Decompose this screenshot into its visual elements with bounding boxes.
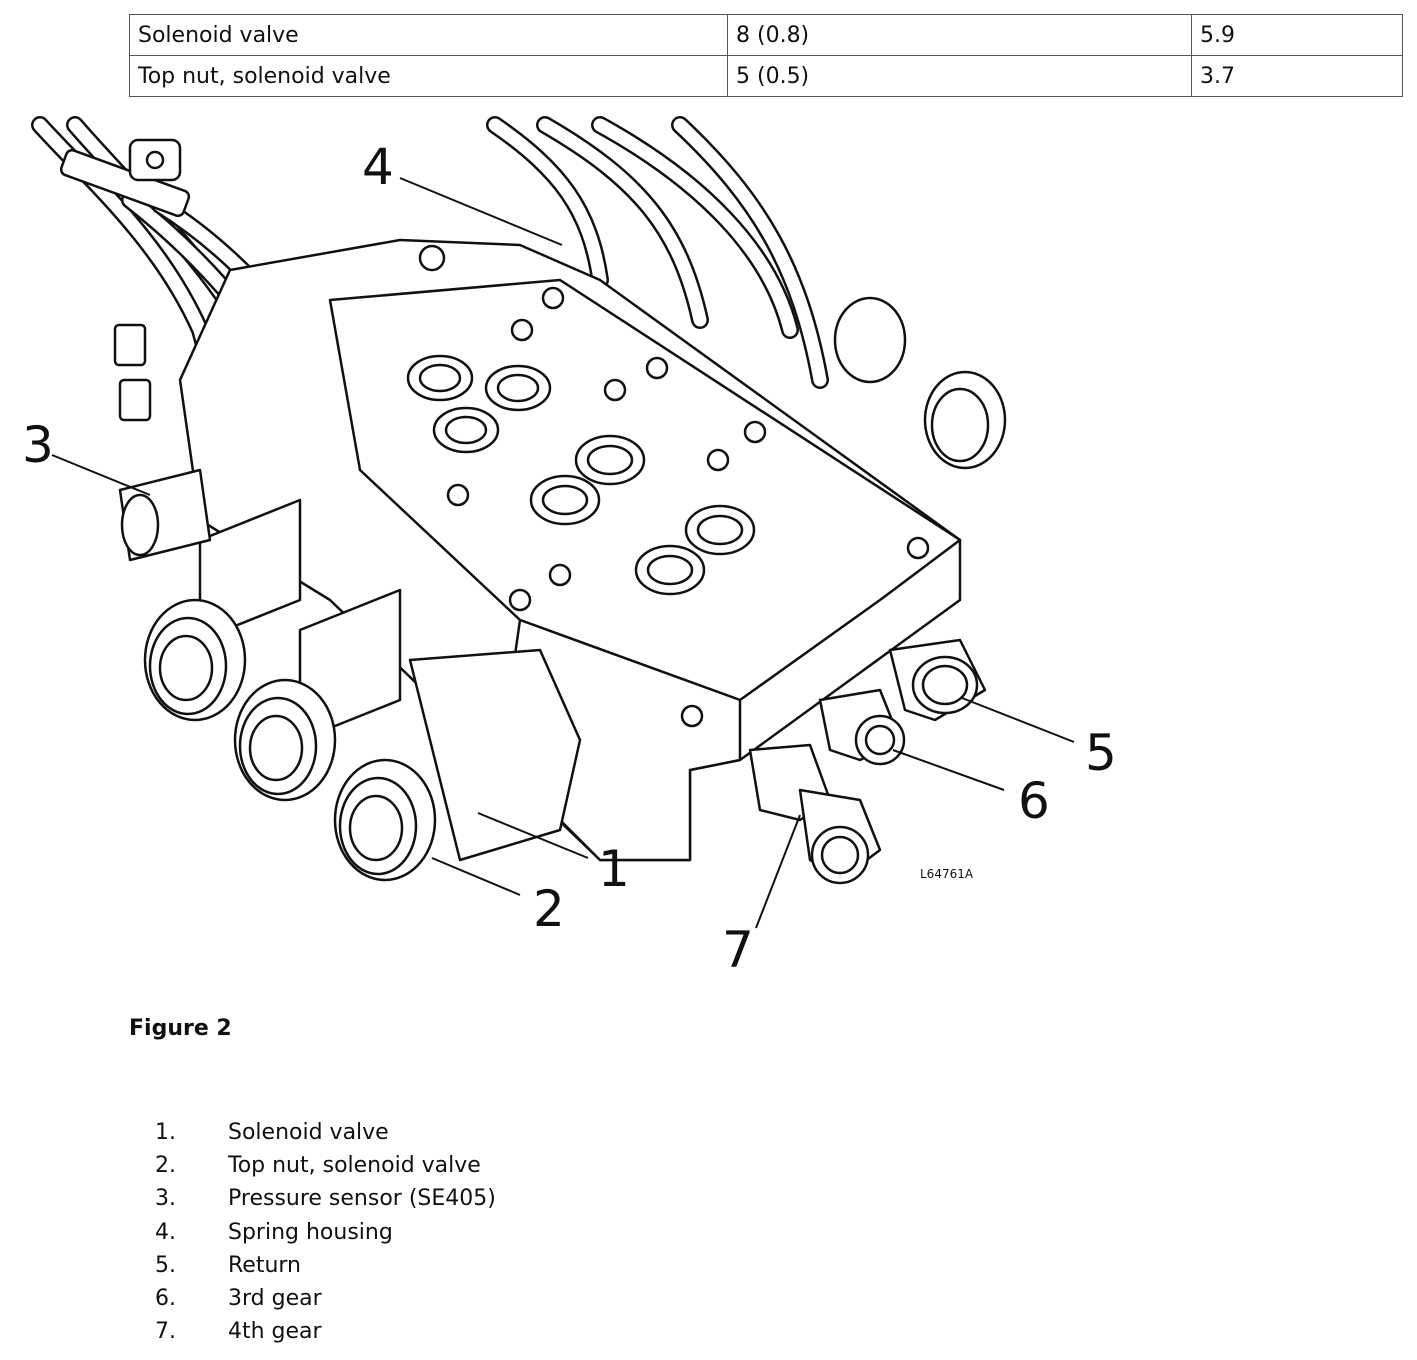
leader-line-7 — [755, 814, 801, 929]
callout-5: 5 — [1085, 724, 1117, 782]
table-row: Top nut, solenoid valve 5 (0.5) 3.7 — [129, 55, 1403, 97]
callout-7: 7 — [722, 921, 754, 979]
list-item: 7. 4th gear — [140, 1315, 496, 1348]
table-cell-component: Top nut, solenoid valve — [129, 55, 728, 97]
list-item: 5. Return — [140, 1249, 496, 1282]
leader-line-6 — [892, 749, 1005, 791]
table-cell-nm: 5 (0.5) — [727, 55, 1192, 97]
legend-number: 6. — [155, 1286, 176, 1312]
list-item: 2. Top nut, solenoid valve — [140, 1149, 496, 1182]
leader-line-1 — [477, 812, 589, 859]
callout-6: 6 — [1018, 772, 1050, 830]
legend-text: Spring housing — [228, 1219, 393, 1245]
list-item: 3. Pressure sensor (SE405) — [140, 1182, 496, 1215]
leader-line-5 — [961, 697, 1075, 743]
table-row: Solenoid valve 8 (0.8) 5.9 — [129, 14, 1403, 56]
leader-line-4 — [399, 177, 563, 246]
legend-text: Top nut, solenoid valve — [228, 1153, 481, 1179]
legend-number: 3. — [155, 1186, 176, 1212]
callout-3: 3 — [22, 416, 54, 474]
legend-text: Pressure sensor (SE405) — [228, 1186, 496, 1212]
list-item: 1. Solenoid valve — [140, 1116, 496, 1149]
list-item: 4. Spring housing — [140, 1216, 496, 1249]
leader-line-2 — [431, 857, 521, 896]
legend-number: 2. — [155, 1153, 176, 1179]
valve-block-illustration: 1 2 3 4 5 6 7 L64761A — [22, 116, 1117, 979]
legend-text: Return — [228, 1252, 302, 1278]
legend-number: 7. — [155, 1319, 176, 1345]
list-item: 6. 3rd gear — [140, 1282, 496, 1315]
leader-line-3 — [51, 454, 151, 496]
legend-number: 5. — [155, 1252, 176, 1278]
legend-text: Solenoid valve — [228, 1120, 389, 1145]
figure-caption: Figure 2 — [129, 1016, 232, 1041]
legend-number: 1. — [155, 1120, 176, 1145]
legend-text: 4th gear — [228, 1319, 322, 1345]
table-cell-nm: 8 (0.8) — [727, 14, 1192, 56]
callout-1: 1 — [598, 840, 630, 898]
legend-number: 4. — [155, 1219, 176, 1245]
figure-id-label: L64761A — [920, 867, 974, 881]
legend-text: 3rd gear — [228, 1286, 322, 1312]
callout-2: 2 — [533, 880, 565, 938]
table-cell-lbft: 3.7 — [1191, 55, 1403, 97]
callout-4: 4 — [362, 138, 394, 196]
table-cell-lbft: 5.9 — [1191, 14, 1403, 56]
table-cell-component: Solenoid valve — [129, 14, 728, 56]
torque-table: Solenoid valve 8 (0.8) 5.9 Top nut, sole… — [129, 14, 1403, 97]
legend-list: 1. Solenoid valve 2. Top nut, solenoid val… — [140, 1116, 496, 1348]
